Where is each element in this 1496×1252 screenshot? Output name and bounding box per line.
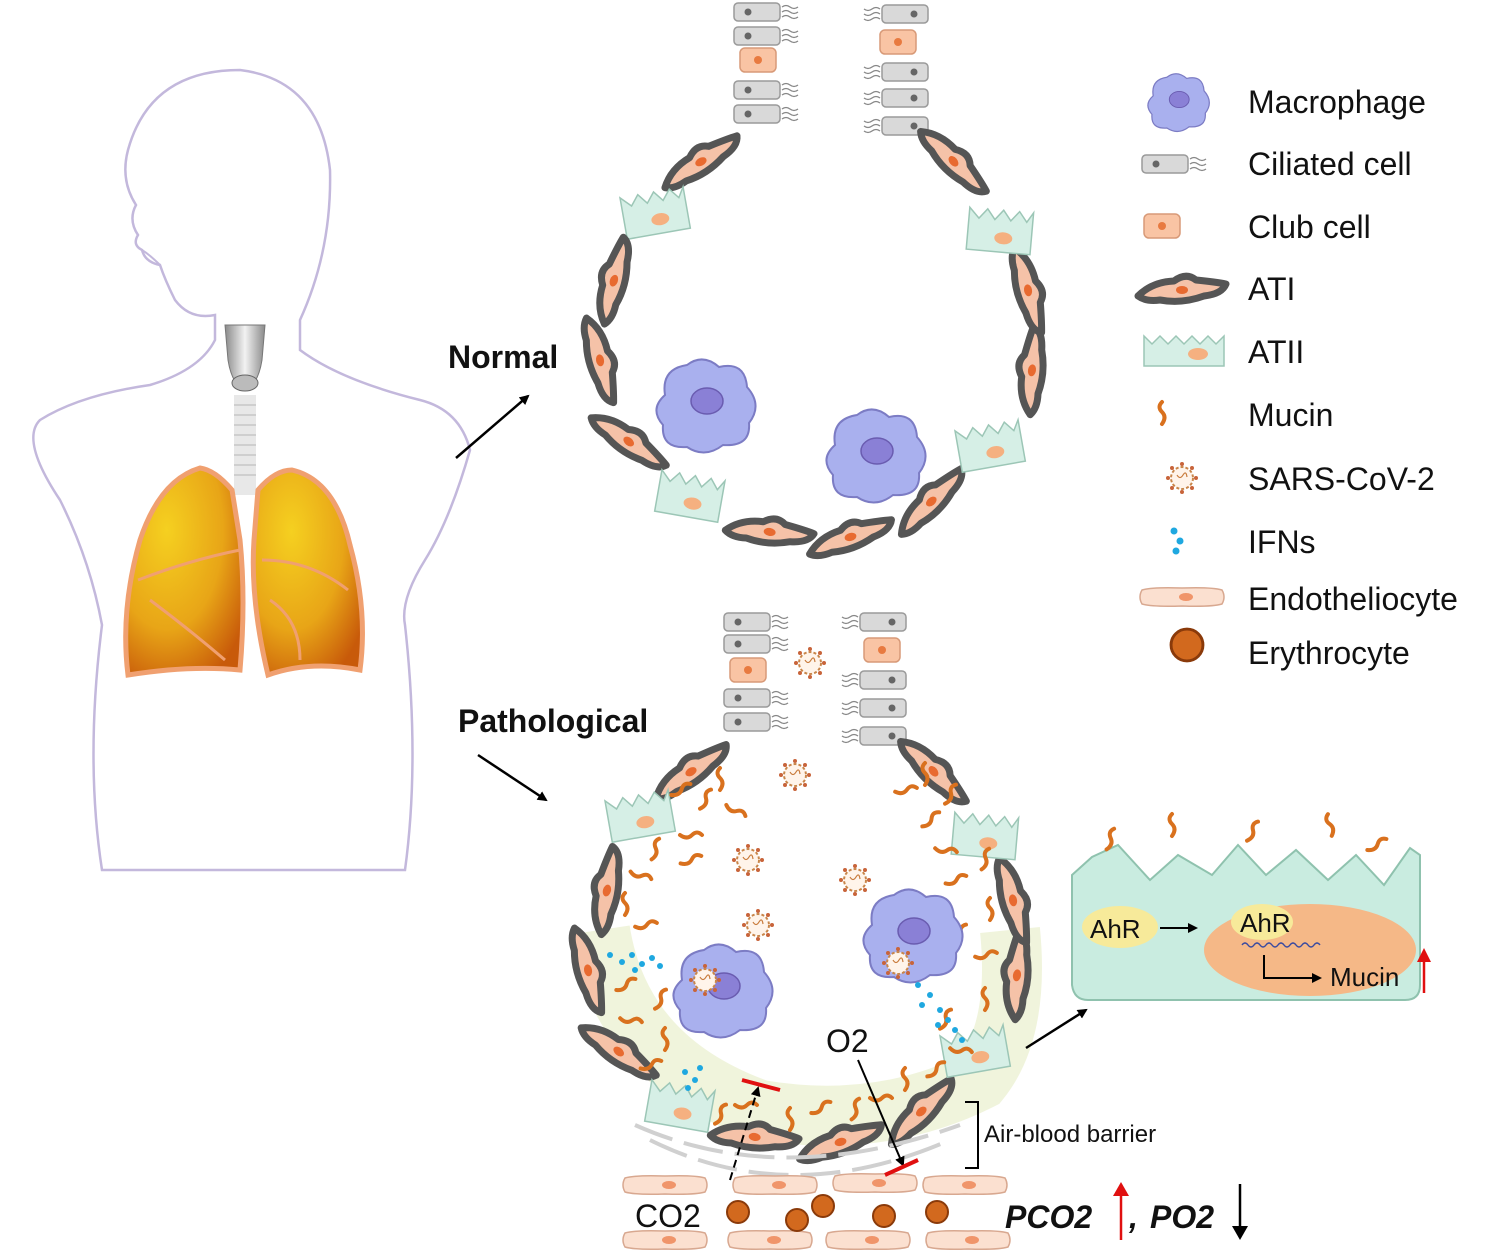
legend-atii: ATII — [1248, 334, 1304, 370]
o2-label: O2 — [826, 1023, 869, 1059]
legend-club-cell: Club cell — [1248, 209, 1371, 245]
erythrocyte-icon — [1169, 627, 1205, 663]
macrophage-icon — [1147, 73, 1210, 133]
air-blood-barrier-label: Air-blood barrier — [984, 1121, 1156, 1148]
legend-erythrocyte: Erythrocyte — [1248, 635, 1410, 671]
ciliated-cell-icon — [1141, 154, 1207, 174]
trachea — [224, 324, 266, 495]
pathological-alveolus — [569, 612, 1042, 1250]
co2-label: CO2 — [635, 1198, 701, 1234]
legend-mucin: Mucin — [1248, 397, 1333, 433]
comma-label: , — [1128, 1199, 1138, 1235]
atii-cell-icon — [1143, 334, 1225, 367]
legend: Macrophage Ciliated cell Club cell ATI A… — [1138, 73, 1458, 671]
legend-endotheliocyte: Endotheliocyte — [1248, 581, 1458, 617]
legend-ati: ATI — [1248, 271, 1295, 307]
inset-ahr-nucleus: AhR — [1240, 908, 1291, 938]
mucin-icon — [1157, 400, 1167, 426]
normal-label: Normal — [448, 339, 558, 375]
virus-icon — [1165, 461, 1199, 495]
atii-inset-cell — [1071, 811, 1431, 1001]
legend-ifns: IFNs — [1248, 524, 1316, 560]
club-cell-icon — [1143, 213, 1181, 239]
legend-macrophage: Macrophage — [1248, 84, 1426, 120]
pathological-label: Pathological — [458, 703, 648, 739]
legend-sars-cov-2: SARS-CoV-2 — [1248, 461, 1435, 497]
legend-ciliated-cell: Ciliated cell — [1248, 146, 1412, 182]
arrow-to-pathological — [477, 753, 548, 802]
ati-cell-icon — [1138, 276, 1226, 301]
lungs-figure — [123, 465, 365, 679]
pco2-up-arrow — [1113, 1182, 1129, 1240]
inset-ahr-cytoplasm: AhR — [1090, 914, 1141, 944]
human-body-figure — [32, 68, 472, 872]
inset-mucin-label: Mucin — [1330, 962, 1399, 992]
po2-down-arrow — [1232, 1184, 1248, 1240]
po2-label: PO2 — [1150, 1199, 1214, 1235]
pco2-label: PCO2 — [1005, 1199, 1092, 1235]
endotheliocyte-icon — [1139, 587, 1225, 607]
arrow-to-normal — [455, 394, 530, 459]
arrow-to-inset — [1025, 1008, 1088, 1050]
ifn-icon — [1170, 527, 1184, 555]
normal-alveolus — [581, 2, 1051, 559]
